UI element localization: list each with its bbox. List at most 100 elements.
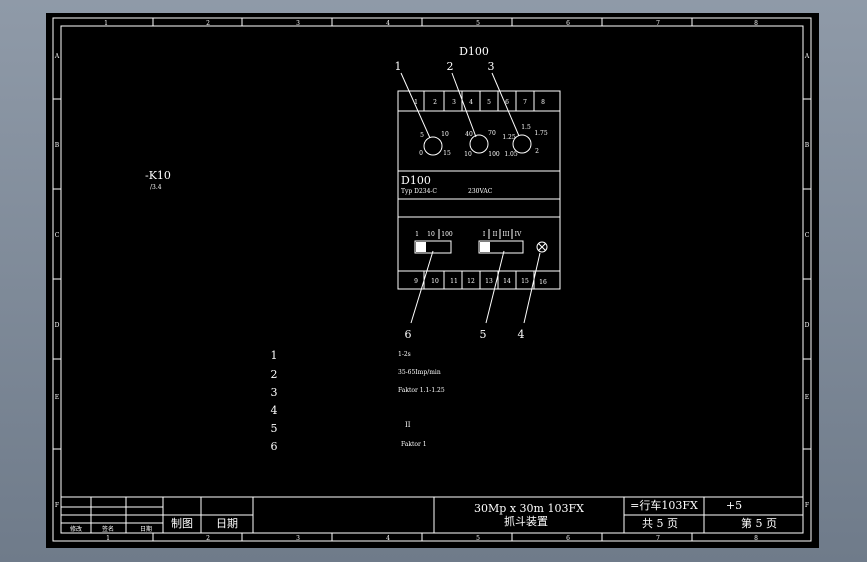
bottom-column-labels: 1 2 3 4 5 6 7 8 — [106, 535, 758, 542]
frame-dividers — [53, 18, 811, 541]
callout-number: 1 — [395, 60, 402, 73]
col-label: 2 — [206, 20, 210, 27]
callout-number: 4 — [518, 328, 525, 341]
rev-header: 日期 — [140, 525, 152, 533]
row-label: B — [805, 142, 810, 149]
factor-dial — [512, 134, 532, 154]
terminal-label: 14 — [503, 278, 511, 285]
row-label: C — [55, 232, 60, 239]
switch-scale-label: IV — [515, 231, 522, 238]
device-name: D100 — [401, 174, 431, 187]
switch-scale-label: II — [493, 231, 498, 238]
settings-num: 4 — [271, 404, 278, 417]
right-row-labels: A B C D E F — [804, 53, 810, 509]
left-row-labels: A B C D E F — [54, 53, 60, 509]
component-ref: /3.4 — [150, 184, 162, 191]
mode-switch — [478, 240, 524, 254]
dial-scale-label: 10 — [441, 131, 449, 138]
time-dial — [423, 136, 443, 156]
terminal-label: 15 — [521, 278, 529, 285]
terminal-label: 3 — [452, 99, 456, 106]
sheet-ref: +5 — [726, 499, 742, 512]
dial-scale-label: 70 — [488, 130, 496, 137]
indicator-lamp-icon — [536, 241, 548, 253]
callout-number: 6 — [405, 328, 412, 341]
col-label: 8 — [754, 535, 758, 542]
dial-scale-label: 1.05 — [504, 151, 518, 158]
settings-value: 35-65Imp/min — [398, 369, 441, 376]
drawing-name: 抓斗装置 — [504, 514, 548, 528]
range-switch — [414, 240, 452, 254]
terminal-label: 13 — [485, 278, 493, 285]
col-label: 2 — [206, 535, 210, 542]
schematic-canvas: 1 2 3 4 5 6 7 8 1 2 3 4 5 6 7 8 A B C D … — [52, 17, 812, 542]
component-tag: -K10 — [145, 169, 171, 182]
terminal-label: 6 — [505, 99, 509, 106]
rev-header: 签名 — [102, 525, 114, 533]
terminal-label: 11 — [450, 278, 458, 285]
settings-value: II — [405, 421, 411, 429]
dial-scale-label: 2 — [535, 148, 539, 155]
col-label: 3 — [296, 535, 300, 542]
callout-number: 5 — [480, 328, 487, 341]
settings-num: 1 — [271, 349, 278, 362]
dial-scale-label: 10 — [464, 151, 472, 158]
rate-dial — [469, 134, 489, 154]
dial-scale-label: 40 — [465, 131, 473, 138]
row-label: A — [804, 53, 810, 60]
row-label: D — [805, 322, 810, 329]
device-type: Typ D234-C — [401, 188, 437, 195]
page-number: 第 5 页 — [741, 516, 777, 530]
dial-scale-label: 1.75 — [534, 130, 548, 137]
location-code: =行车103FX — [630, 498, 698, 512]
total-pages: 共 5 页 — [642, 517, 678, 530]
callout-number: 3 — [488, 60, 495, 73]
col-label: 6 — [566, 20, 570, 27]
switch-scale-label: 100 — [441, 231, 453, 238]
col-label: 8 — [754, 20, 758, 27]
row-label: F — [805, 502, 809, 509]
drawn-label: 制图 — [171, 517, 193, 530]
drawing-sheet: 1 2 3 4 5 6 7 8 1 2 3 4 5 6 7 8 A B C D … — [46, 13, 819, 548]
terminal-label: 1 — [414, 99, 418, 106]
terminal-label: 12 — [467, 278, 475, 285]
terminal-label: 16 — [539, 279, 547, 286]
dial-scale-label: 1.25 — [502, 134, 516, 141]
row-label: E — [55, 394, 59, 401]
device-body — [397, 90, 561, 290]
settings-num: 5 — [271, 422, 278, 435]
dial-scale-label: 5 — [420, 132, 424, 139]
settings-value: 1-2s — [398, 351, 411, 358]
date-label: 日期 — [216, 517, 238, 530]
col-label: 1 — [106, 535, 110, 542]
row-label: D — [55, 322, 60, 329]
settings-num: 2 — [271, 368, 278, 381]
row-label: B — [55, 142, 60, 149]
row-label: C — [805, 232, 810, 239]
row-label: A — [54, 53, 60, 60]
top-column-labels: 1 2 3 4 5 6 7 8 — [104, 20, 758, 27]
col-label: 5 — [476, 20, 480, 27]
col-label: 1 — [104, 20, 108, 27]
settings-value: Faktor 1 — [401, 441, 427, 448]
switch-scale-label: III — [502, 231, 510, 238]
dial-scale-label: 100 — [488, 151, 500, 158]
project-title: 30Mp x 30m 103FX — [474, 502, 584, 515]
terminal-label: 2 — [433, 99, 437, 106]
terminal-label: 9 — [414, 278, 418, 285]
terminal-label: 8 — [541, 99, 545, 106]
callout-number: 2 — [447, 60, 454, 73]
dial-scale-label: 1.5 — [521, 124, 531, 131]
title-block: 修改 签名 日期 制图 日期 30Mp x 30m 103FX 抓斗装置 =行车… — [61, 496, 803, 533]
settings-num: 3 — [271, 386, 278, 399]
col-label: 3 — [296, 20, 300, 27]
col-label: 7 — [656, 535, 660, 542]
col-label: 6 — [566, 535, 570, 542]
terminal-label: 4 — [469, 99, 473, 106]
device-voltage: 230VAC — [468, 188, 493, 195]
d100-relay-module: 1 2 3 4 5 6 7 8 5 10 0 15 40 70 10 100 1… — [397, 90, 561, 290]
dial-scale-label: 15 — [443, 150, 451, 157]
settings-value: Faktor 1.1-1.25 — [398, 387, 445, 394]
terminal-label: 5 — [487, 99, 491, 106]
rev-header: 修改 — [70, 525, 82, 533]
